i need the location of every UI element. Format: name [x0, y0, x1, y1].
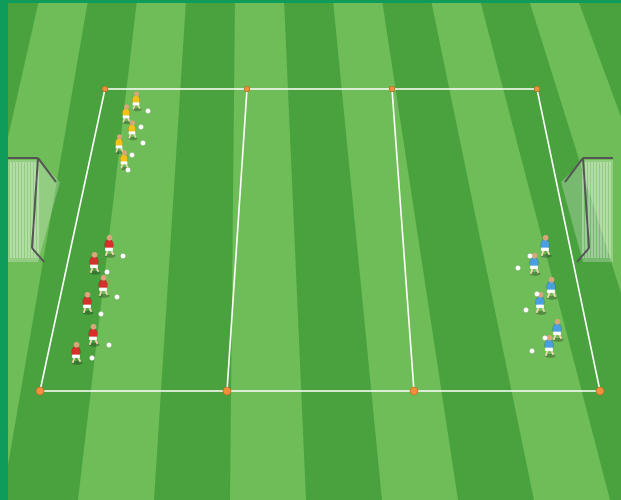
cone-marker [102, 86, 108, 92]
player-head [85, 292, 91, 298]
cone-marker [596, 387, 604, 395]
ball [528, 254, 533, 259]
ball [141, 141, 146, 146]
player-shorts [121, 161, 128, 164]
ball [146, 109, 151, 114]
player-shorts [536, 305, 544, 308]
ball [130, 153, 135, 158]
player-head [92, 252, 98, 258]
ball [139, 125, 144, 130]
cone-marker [534, 86, 540, 92]
player-head [130, 120, 135, 125]
player-head [549, 277, 555, 283]
ball [535, 292, 540, 297]
player-head [117, 134, 122, 139]
ball [107, 343, 112, 348]
ball [105, 270, 110, 275]
cone-marker [244, 86, 250, 92]
player-head [74, 342, 80, 348]
player-head [122, 150, 127, 155]
player-shorts [105, 248, 113, 251]
player-shorts [116, 145, 123, 148]
cone-marker [223, 387, 231, 395]
ball [516, 266, 521, 271]
ball [90, 356, 95, 361]
ball [99, 312, 104, 317]
player-shorts [545, 348, 553, 351]
player-head [101, 275, 107, 281]
player-shorts [541, 248, 549, 251]
player-shorts [99, 288, 107, 291]
player-shorts [129, 131, 136, 134]
player-head [134, 91, 139, 96]
ball [524, 308, 529, 313]
player-shorts [89, 337, 97, 340]
ball [121, 254, 126, 259]
player-head [107, 235, 113, 241]
ball [126, 168, 131, 173]
player-shorts [72, 355, 80, 358]
player-shorts [133, 102, 140, 105]
player-shorts [553, 332, 561, 335]
ball [543, 336, 548, 341]
player-shorts [90, 265, 98, 268]
left-border [0, 0, 8, 500]
player-head [543, 235, 549, 241]
cone-marker [410, 387, 418, 395]
top-border [0, 0, 621, 3]
player-shorts [530, 266, 538, 269]
ball [115, 295, 120, 300]
player-head [555, 319, 561, 325]
player-shorts [83, 305, 91, 308]
player-shorts [123, 115, 130, 118]
player-shorts [547, 290, 555, 293]
ball [530, 349, 535, 354]
player-head [91, 324, 97, 330]
cone-marker [36, 387, 44, 395]
cone-marker [389, 86, 395, 92]
player-head [124, 104, 129, 109]
